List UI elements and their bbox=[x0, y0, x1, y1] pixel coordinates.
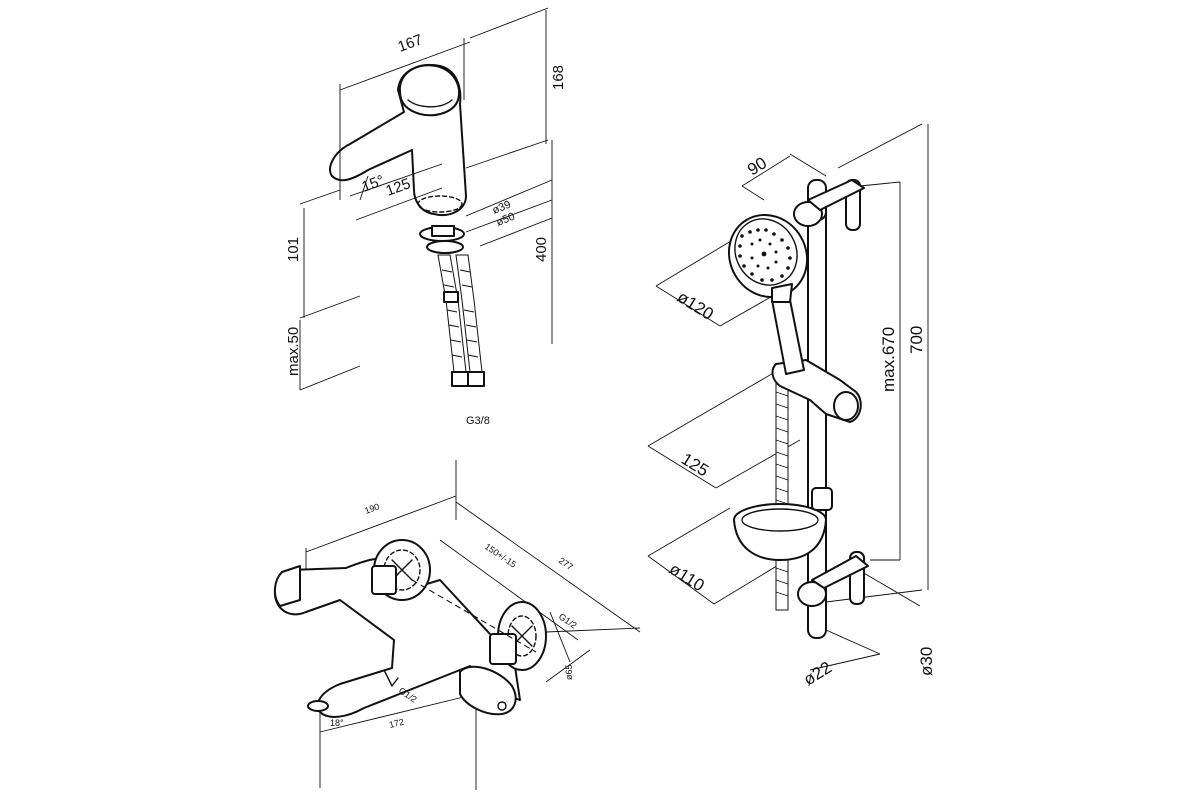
mixer-depth-label: 190 bbox=[363, 501, 381, 516]
mixer-height-label: ø65 bbox=[564, 664, 574, 680]
basin-deck-label: max.50 bbox=[285, 327, 302, 376]
shower-rail bbox=[807, 189, 827, 639]
bottom-bracket bbox=[797, 581, 827, 607]
shower-set: 90 ø120 125 ø110 ø22 ø30 max.670 700 bbox=[647, 123, 936, 690]
top-bracket bbox=[793, 201, 823, 227]
shower-head-diameter-label: ø120 bbox=[674, 287, 717, 324]
mounting-washer bbox=[426, 240, 464, 254]
basin-faucet: 167 168 15° 125 ø39 ø50 101 400 max.50 G… bbox=[285, 7, 567, 427]
shower-hose bbox=[775, 379, 789, 611]
mixer-centers-label: 150+/-15 bbox=[483, 541, 518, 569]
shower-bracket-diameter-label: ø30 bbox=[917, 647, 936, 676]
shower-offset-label: 90 bbox=[744, 153, 770, 179]
mixer-spout-label: 172 bbox=[388, 717, 405, 730]
basin-thread-label: G3/8 bbox=[466, 415, 490, 427]
shower-holder-offset-label: 125 bbox=[678, 449, 712, 480]
basin-width-label: 167 bbox=[396, 31, 425, 56]
bath-mixer: 190 277 150+/-15 G1/2 ø65 G1/2 18° 172 bbox=[274, 460, 641, 790]
basin-height-label: 168 bbox=[550, 65, 567, 90]
basin-reach-label: 125 bbox=[384, 175, 413, 200]
shower-max-height-label: max.670 bbox=[879, 327, 898, 392]
mixer-length-label: 277 bbox=[557, 555, 575, 572]
shower-head-nozzles bbox=[738, 228, 792, 282]
faucet-handle bbox=[398, 64, 460, 117]
basin-faucet-hoses bbox=[437, 254, 485, 387]
shower-rail-diameter-label: ø22 bbox=[800, 658, 835, 690]
mixer-angle-label: 18° bbox=[330, 718, 344, 728]
mixer-inlet-label: G1/2 bbox=[557, 611, 579, 630]
shower-dish-diameter-label: ø110 bbox=[666, 559, 708, 595]
basin-hose-length-label: 400 bbox=[533, 237, 550, 262]
shower-total-height-label: 700 bbox=[907, 326, 926, 354]
basin-angle-label: 15° bbox=[360, 172, 387, 196]
basin-body-height-label: 101 bbox=[285, 237, 302, 262]
